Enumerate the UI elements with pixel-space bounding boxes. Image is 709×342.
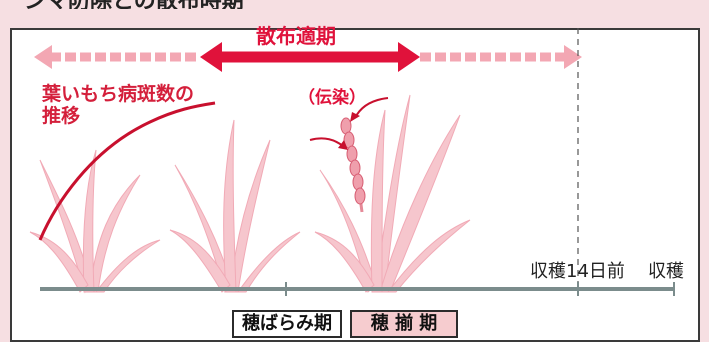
rice-plant-2: [169, 119, 301, 293]
pre-period-dashed-arrow: [34, 45, 200, 69]
heading-swelling-stage: 穂ばらみ期: [232, 310, 342, 338]
infection-arrowhead-top: [350, 112, 360, 122]
harvest-14-days-label: 収穫14日前: [530, 261, 625, 282]
harvest-label: 収穫: [648, 261, 684, 282]
infection-label: （伝染）: [298, 88, 366, 108]
post-period-dashed-arrow: [420, 45, 582, 69]
spray-period-arrow: [200, 42, 420, 72]
spray-period-label: 散布適期: [256, 24, 336, 48]
lesion-trend-label-line2: 推移: [42, 105, 81, 127]
lesion-trend-curve: [38, 101, 216, 241]
infection-arrowhead-left: [338, 140, 348, 150]
rice-plant-3: [314, 94, 471, 293]
rice-plant-1: [29, 149, 161, 294]
infection-arrow-left: [309, 137, 344, 147]
heading-complete-stage: 穂 揃 期: [350, 310, 458, 338]
lesion-trend-label-line1: 葉いもち病斑数の: [42, 83, 195, 105]
header-fragment: ンマ防除との散布時期: [24, 0, 244, 9]
rice-panicle: [340, 117, 366, 213]
